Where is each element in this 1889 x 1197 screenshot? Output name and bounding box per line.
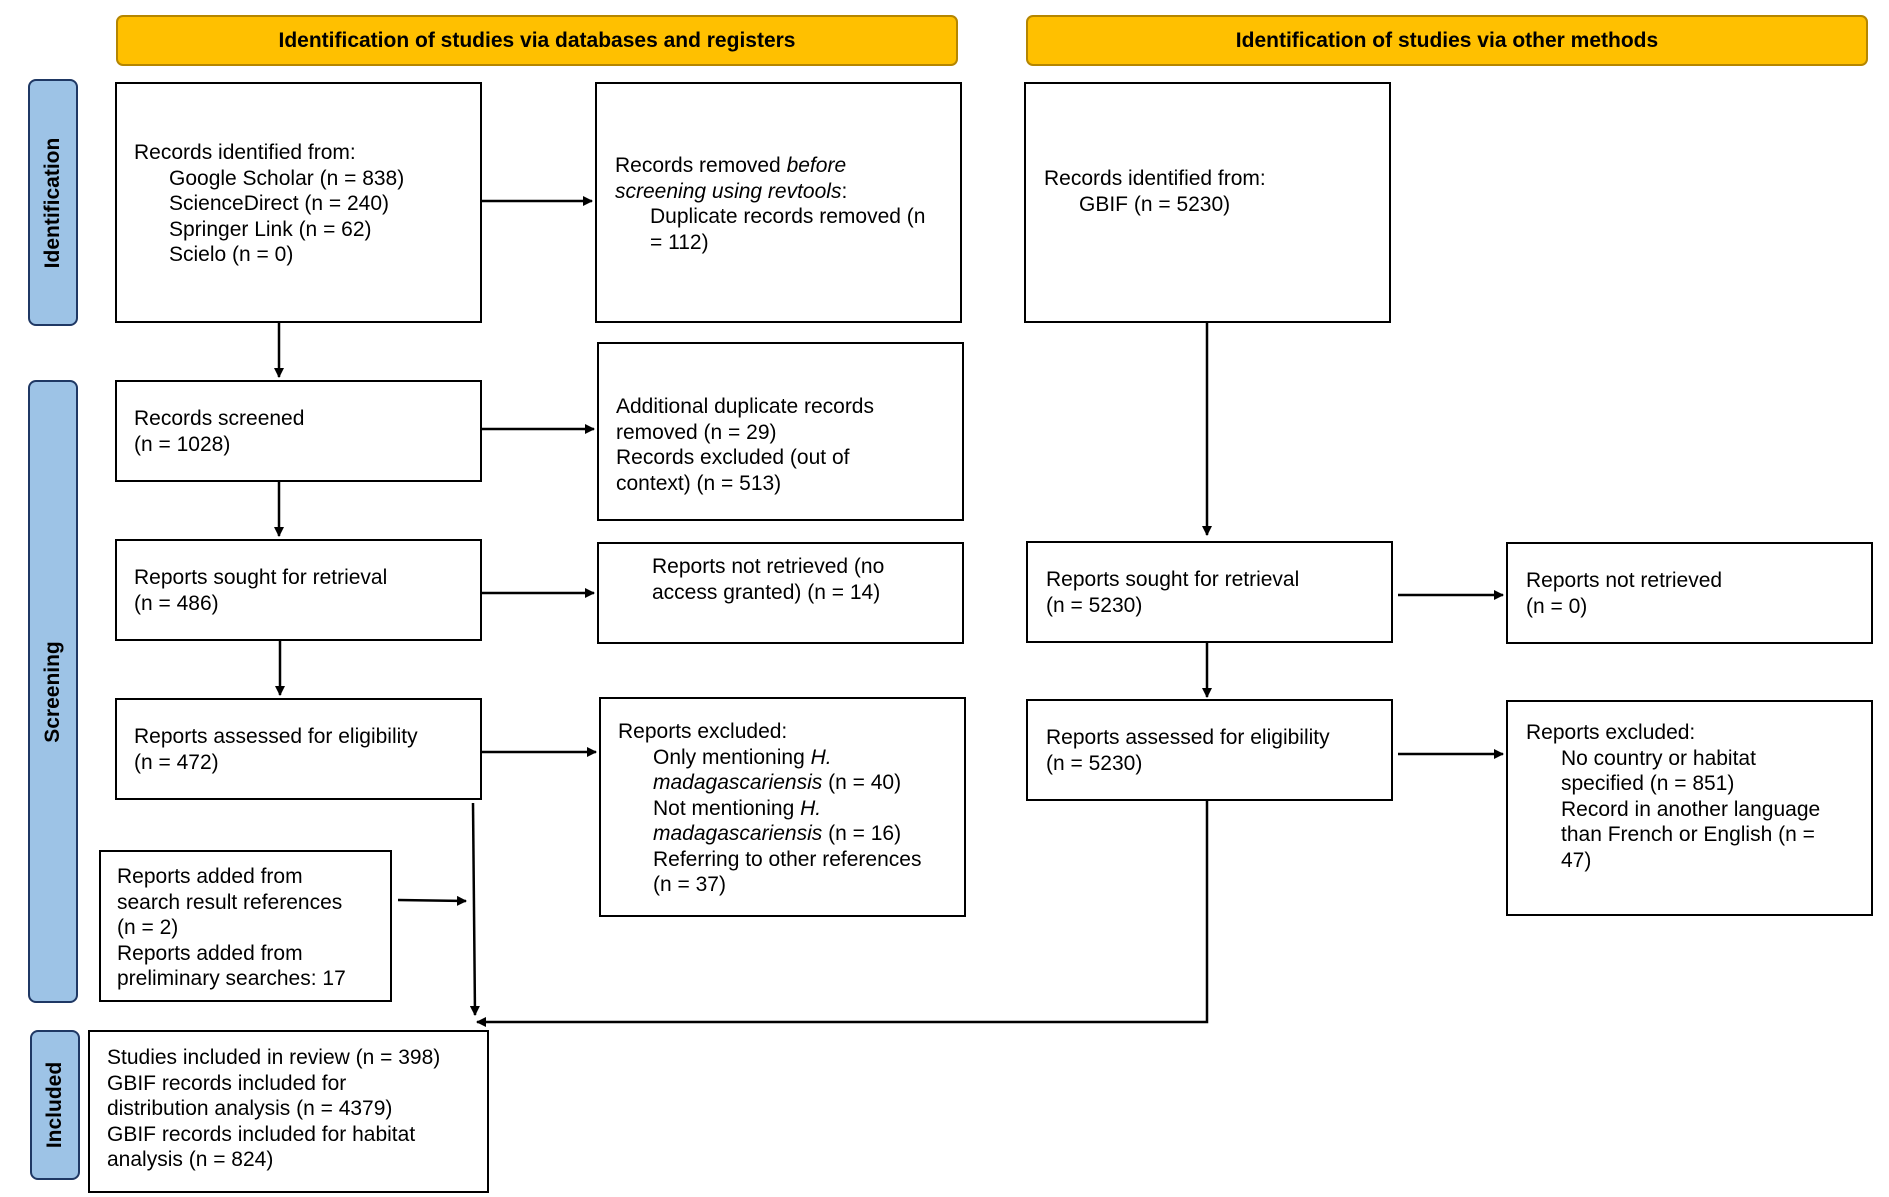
records-screened-box bbox=[115, 380, 482, 482]
header-other-methods: Identification of studies via other meth… bbox=[1026, 15, 1868, 66]
gbif-sought-title: Reports sought for retrieval bbox=[1046, 568, 1300, 591]
source-sciencedirect: ScienceDirect (n = 240) bbox=[169, 192, 390, 215]
reports-sought-title: Reports sought for retrieval bbox=[134, 566, 388, 589]
reports-excluded-title: Reports excluded: bbox=[618, 720, 788, 743]
arrow-gbif-to-included bbox=[476, 801, 1209, 1027]
records-removed-text: Records removed bbox=[615, 154, 787, 177]
not-retrieved-line1: Reports not retrieved (no bbox=[652, 555, 885, 578]
included-line3: distribution analysis (n = 4379) bbox=[107, 1097, 393, 1120]
records-identified-box bbox=[115, 82, 482, 323]
included-line1: Studies included in review (n = 398) bbox=[107, 1046, 441, 1069]
studies-included-box bbox=[88, 1030, 489, 1193]
header-databases-label: Identification of studies via databases … bbox=[278, 28, 796, 52]
reports-assessed-count: (n = 472) bbox=[134, 750, 219, 774]
gbif-sought-count: (n = 5230) bbox=[1046, 593, 1143, 617]
gbif-excluded-box bbox=[1506, 700, 1873, 916]
gbif-not-retrieved-title: Reports not retrieved bbox=[1526, 569, 1723, 592]
phase-included: Included bbox=[30, 1030, 80, 1180]
gbif-excluded-item1-line2: specified (n = 851) bbox=[1561, 772, 1735, 795]
records-removed-italic-2: screening using revtools bbox=[615, 179, 842, 203]
arrow-added-to-merge bbox=[397, 895, 467, 906]
arrow-assessed-to-included bbox=[469, 802, 480, 1016]
not-retrieved-box bbox=[597, 542, 964, 644]
excluded-not-mentioning-text: Not mentioning bbox=[653, 796, 801, 820]
gbif-excluded-item2-line1: Record in another language bbox=[1561, 797, 1821, 821]
source-scielo: Scielo (n = 0) bbox=[169, 243, 294, 266]
gbif-identified-title: Records identified from: bbox=[1044, 167, 1266, 190]
not-retrieved-line2: access granted) (n = 14) bbox=[652, 580, 881, 604]
excluded-not-mentioning-line1: Not mentioning H. bbox=[618, 796, 821, 822]
duplicates-removed-line1: Duplicate records removed (n bbox=[650, 205, 926, 228]
records-removed-colon: : bbox=[841, 179, 848, 203]
excluded-referring-line1: Referring to other references bbox=[653, 847, 922, 871]
source-springer-link: Springer Link (n = 62) bbox=[169, 217, 372, 241]
source-google-scholar: Google Scholar (n = 838) bbox=[169, 166, 405, 190]
screened-excluded-line4: context) (n = 513) bbox=[616, 471, 782, 495]
gbif-not-retrieved-count: (n = 0) bbox=[1526, 594, 1588, 618]
header-databases: Identification of studies via databases … bbox=[116, 15, 958, 66]
duplicates-removed-line2: = 112) bbox=[650, 230, 709, 254]
included-line2: GBIF records included for bbox=[107, 1071, 347, 1095]
records-removed-italic: before bbox=[786, 154, 847, 177]
reports-added-line4: Reports added from bbox=[117, 941, 303, 965]
excluded-not-mentioning-count: (n = 16) bbox=[822, 822, 902, 845]
excluded-not-mentioning-genus: H. bbox=[800, 796, 822, 820]
excluded-only-mentioning-text: Only mentioning bbox=[653, 745, 811, 769]
records-removed-line2: screening using revtools: bbox=[615, 179, 847, 205]
reports-sought-count: (n = 486) bbox=[134, 591, 219, 615]
gbif-not-retrieved-box bbox=[1506, 542, 1873, 644]
records-screened-count: (n = 1028) bbox=[134, 432, 231, 456]
records-removed-line1: Records removed before bbox=[615, 153, 846, 179]
reports-added-line1: Reports added from bbox=[117, 865, 303, 888]
gbif-assessed-count: (n = 5230) bbox=[1046, 751, 1143, 775]
gbif-excluded-item2-line2: than French or English (n = bbox=[1561, 823, 1815, 846]
gbif-identified-item: GBIF (n = 5230) bbox=[1079, 192, 1231, 216]
excluded-not-mentioning-species: madagascariensis bbox=[653, 822, 823, 845]
records-identified-title: Records identified from: bbox=[134, 141, 356, 164]
header-other-label: Identification of studies via other meth… bbox=[1235, 28, 1659, 52]
gbif-assessed-title: Reports assessed for eligibility bbox=[1046, 726, 1330, 749]
excluded-only-mentioning-count: (n = 40) bbox=[822, 771, 902, 794]
reports-added-line5: preliminary searches: 17 bbox=[117, 967, 346, 990]
records-screened-title: Records screened bbox=[134, 407, 305, 430]
excluded-not-mentioning-line2: madagascariensis (n = 16) bbox=[618, 821, 901, 847]
reports-added-line3: (n = 2) bbox=[117, 916, 179, 939]
excluded-only-mentioning-genus: H. bbox=[810, 745, 832, 769]
included-line4: GBIF records included for habitat bbox=[107, 1122, 416, 1146]
gbif-sought-box bbox=[1026, 541, 1393, 643]
excluded-only-mentioning-line2: madagascariensis (n = 40) bbox=[618, 770, 901, 796]
reports-added-box bbox=[99, 850, 392, 1002]
excluded-referring-line2: (n = 37) bbox=[653, 873, 726, 896]
phase-identification: Identification bbox=[28, 79, 78, 326]
gbif-assessed-box bbox=[1026, 699, 1393, 801]
reports-added-line2: search result references bbox=[117, 890, 343, 914]
excluded-only-mentioning-line1: Only mentioning H. bbox=[618, 745, 832, 771]
gbif-excluded-title: Reports excluded: bbox=[1526, 721, 1696, 744]
phase-screening: Screening bbox=[28, 380, 78, 1003]
gbif-identified-box bbox=[1024, 82, 1391, 323]
reports-sought-box bbox=[115, 539, 482, 641]
reports-excluded-box bbox=[599, 697, 966, 917]
screened-excluded-line1: Additional duplicate records bbox=[616, 395, 874, 418]
reports-assessed-title: Reports assessed for eligibility bbox=[134, 725, 418, 748]
screened-excluded-line2: removed (n = 29) bbox=[616, 420, 777, 444]
records-removed-box bbox=[595, 82, 962, 323]
screened-excluded-box bbox=[597, 342, 964, 521]
gbif-excluded-item1-line1: No country or habitat bbox=[1561, 746, 1756, 770]
screened-excluded-line3: Records excluded (out of bbox=[616, 446, 850, 469]
gbif-excluded-item2-line3: 47) bbox=[1561, 848, 1592, 872]
excluded-only-mentioning-species: madagascariensis bbox=[653, 771, 823, 794]
reports-assessed-box bbox=[115, 698, 482, 800]
included-line5: analysis (n = 824) bbox=[107, 1148, 274, 1171]
